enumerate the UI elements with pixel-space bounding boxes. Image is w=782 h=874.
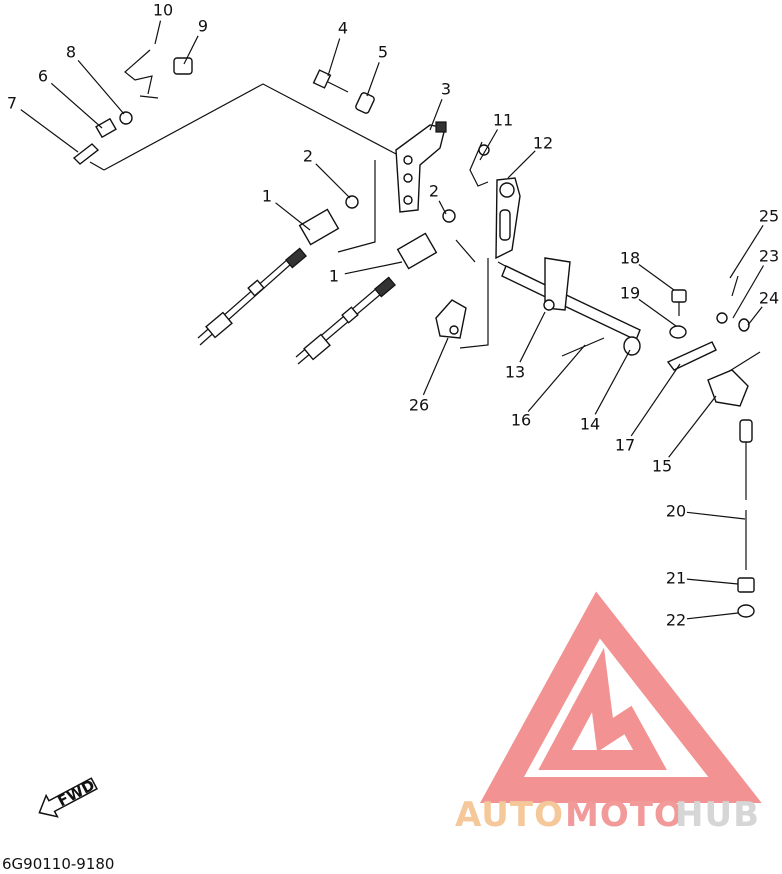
callout-label-22: 22 (666, 611, 686, 630)
part-clip-2-left (345, 195, 359, 209)
callout-label-23: 23 (759, 247, 779, 266)
part-washer-24 (738, 318, 750, 332)
callout-leader-12 (507, 150, 536, 179)
part-rod-10 (124, 49, 159, 99)
callout-leader-22 (686, 612, 739, 620)
watermark-word-auto: AUTO (455, 795, 564, 835)
callout-label-19: 19 (620, 284, 640, 303)
assembly-outline-lines (89, 83, 761, 383)
watermark-logo (480, 591, 762, 803)
callout-leader-2 (315, 163, 351, 199)
callout-label-2: 2 (429, 182, 439, 201)
part-washer-19 (669, 325, 687, 339)
callout-label-7: 7 (7, 94, 17, 113)
callout-leader-5 (366, 62, 380, 97)
callout-label-14: 14 (580, 415, 600, 434)
part-nut-22 (737, 604, 755, 618)
callout-label-6: 6 (38, 67, 48, 86)
callout-leader-8 (77, 60, 125, 115)
part-code: 6G90110-9180 (2, 855, 114, 873)
fwd-direction-marker: FWD (38, 776, 98, 818)
watermark-text: AUTO MOTO HUB (455, 795, 760, 835)
callout-label-13: 13 (505, 363, 525, 382)
part-bracket-26 (435, 299, 467, 339)
callout-leader-3 (429, 98, 443, 131)
part-joint-15 (707, 369, 749, 407)
callout-leader-9 (183, 35, 199, 65)
callout-label-12: 12 (533, 134, 553, 153)
part-cable-left (197, 208, 340, 346)
part-joint-6 (95, 117, 117, 139)
callout-leader-17 (630, 363, 681, 437)
part-pin-25 (731, 275, 739, 297)
callout-label-15: 15 (652, 457, 672, 476)
callout-leader-19 (638, 298, 677, 327)
part-rod-20 (739, 419, 753, 570)
callout-leader-11 (479, 129, 499, 161)
callout-label-2: 2 (303, 147, 313, 166)
callout-label-16: 16 (511, 411, 531, 430)
part-collar-5 (355, 92, 375, 114)
watermark-inner-triangle (538, 647, 667, 770)
callout-leader-4 (327, 38, 341, 77)
callout-leader-1 (275, 202, 311, 231)
callout-label-5: 5 (378, 43, 388, 62)
callout-leader-7 (20, 109, 79, 153)
callout-label-10: 10 (153, 1, 173, 20)
fwd-label: FWD (55, 776, 98, 810)
callout-leader-14 (594, 349, 631, 415)
part-cable-right (295, 232, 438, 365)
part-bolt-4 (312, 69, 349, 93)
part-bushing-14 (623, 336, 641, 356)
callout-label-17: 17 (615, 436, 635, 455)
part-nut-21 (737, 577, 755, 593)
callout-label-11: 11 (493, 111, 513, 130)
watermark-outer-triangle (480, 591, 762, 803)
callout-leader-13 (519, 311, 546, 363)
callout-label-26: 26 (409, 396, 429, 415)
callout-leader-6 (50, 82, 103, 129)
callout-label-24: 24 (759, 289, 779, 308)
callout-label-9: 9 (198, 17, 208, 36)
callout-label-18: 18 (620, 249, 640, 268)
part-end-7 (72, 143, 100, 165)
callout-label-20: 20 (666, 502, 686, 521)
callout-label-4: 4 (338, 19, 348, 38)
part-bracket-3 (395, 121, 447, 213)
part-lever-12 (495, 177, 521, 260)
callout-label-25: 25 (759, 207, 779, 226)
part-clip-9 (173, 57, 193, 75)
callout-leader-2 (438, 200, 447, 215)
part-clip-23 (716, 312, 728, 324)
watermark-word-hub: HUB (675, 795, 760, 835)
callout-labels: 1122345678910111213141516171819202122232… (7, 1, 779, 630)
callout-label-21: 21 (666, 569, 686, 588)
fwd-arrow-icon (38, 777, 98, 818)
callout-leader-20 (686, 511, 746, 520)
watermark-word-moto: MOTO (565, 795, 684, 835)
callout-leader-24 (747, 306, 763, 326)
callout-label-8: 8 (66, 43, 76, 62)
callout-leader-1 (344, 261, 403, 275)
callout-leader-21 (686, 578, 739, 585)
callout-leader-10 (154, 20, 162, 45)
part-nut-8 (119, 111, 133, 125)
callout-leader-18 (638, 264, 675, 291)
callout-label-1: 1 (329, 267, 339, 286)
part-bolt-18 (671, 289, 687, 316)
callout-leader-lines (20, 20, 765, 620)
callout-label-3: 3 (441, 80, 451, 99)
callout-leader-15 (668, 395, 717, 458)
callout-leader-16 (527, 344, 586, 412)
callout-label-1: 1 (262, 187, 272, 206)
callout-leader-26 (422, 337, 449, 396)
part-plate-17 (666, 341, 717, 371)
callout-leader-23 (732, 265, 765, 319)
callout-leader-25 (729, 224, 764, 279)
